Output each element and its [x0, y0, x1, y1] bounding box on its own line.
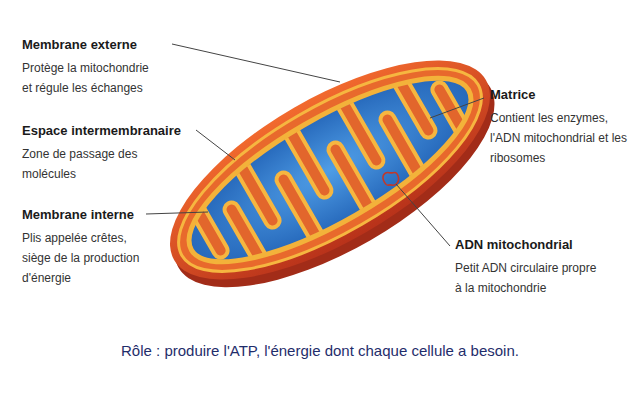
leader-line [430, 98, 484, 118]
part-description: Plis appelée crêtes, siège de la product… [22, 228, 157, 288]
outer-membrane [138, 18, 522, 323]
crista [332, 90, 386, 170]
part-description: Protège la mitochondrie et régule les éc… [22, 58, 162, 98]
leader-line [146, 212, 208, 214]
inner-membrane [165, 45, 494, 295]
part-description: Contient les enzymes, l'ADN mitochondria… [490, 108, 630, 168]
part-name: Matrice [490, 86, 630, 104]
caption: Rôle : produire l'ATP, l'énergie dont ch… [10, 341, 630, 361]
crista [228, 150, 282, 230]
part-name: Membrane externe [22, 36, 222, 54]
cristae [176, 45, 484, 294]
part-name: Membrane interne [22, 206, 222, 224]
leader-line [396, 184, 450, 246]
leader-line [196, 130, 235, 160]
crista [384, 60, 438, 140]
leader-line [172, 44, 340, 82]
part-description: Petit ADN circulaire propre à la mitocho… [455, 258, 605, 298]
part-description: Zone de passage des molécules [22, 144, 152, 184]
matrix [165, 45, 494, 295]
part-name: Espace intermembranaire [22, 122, 222, 140]
crista [430, 80, 484, 160]
part-name: ADN mitochondrial [455, 236, 635, 254]
crista [176, 180, 230, 260]
mitochondrial-dna [381, 168, 402, 189]
